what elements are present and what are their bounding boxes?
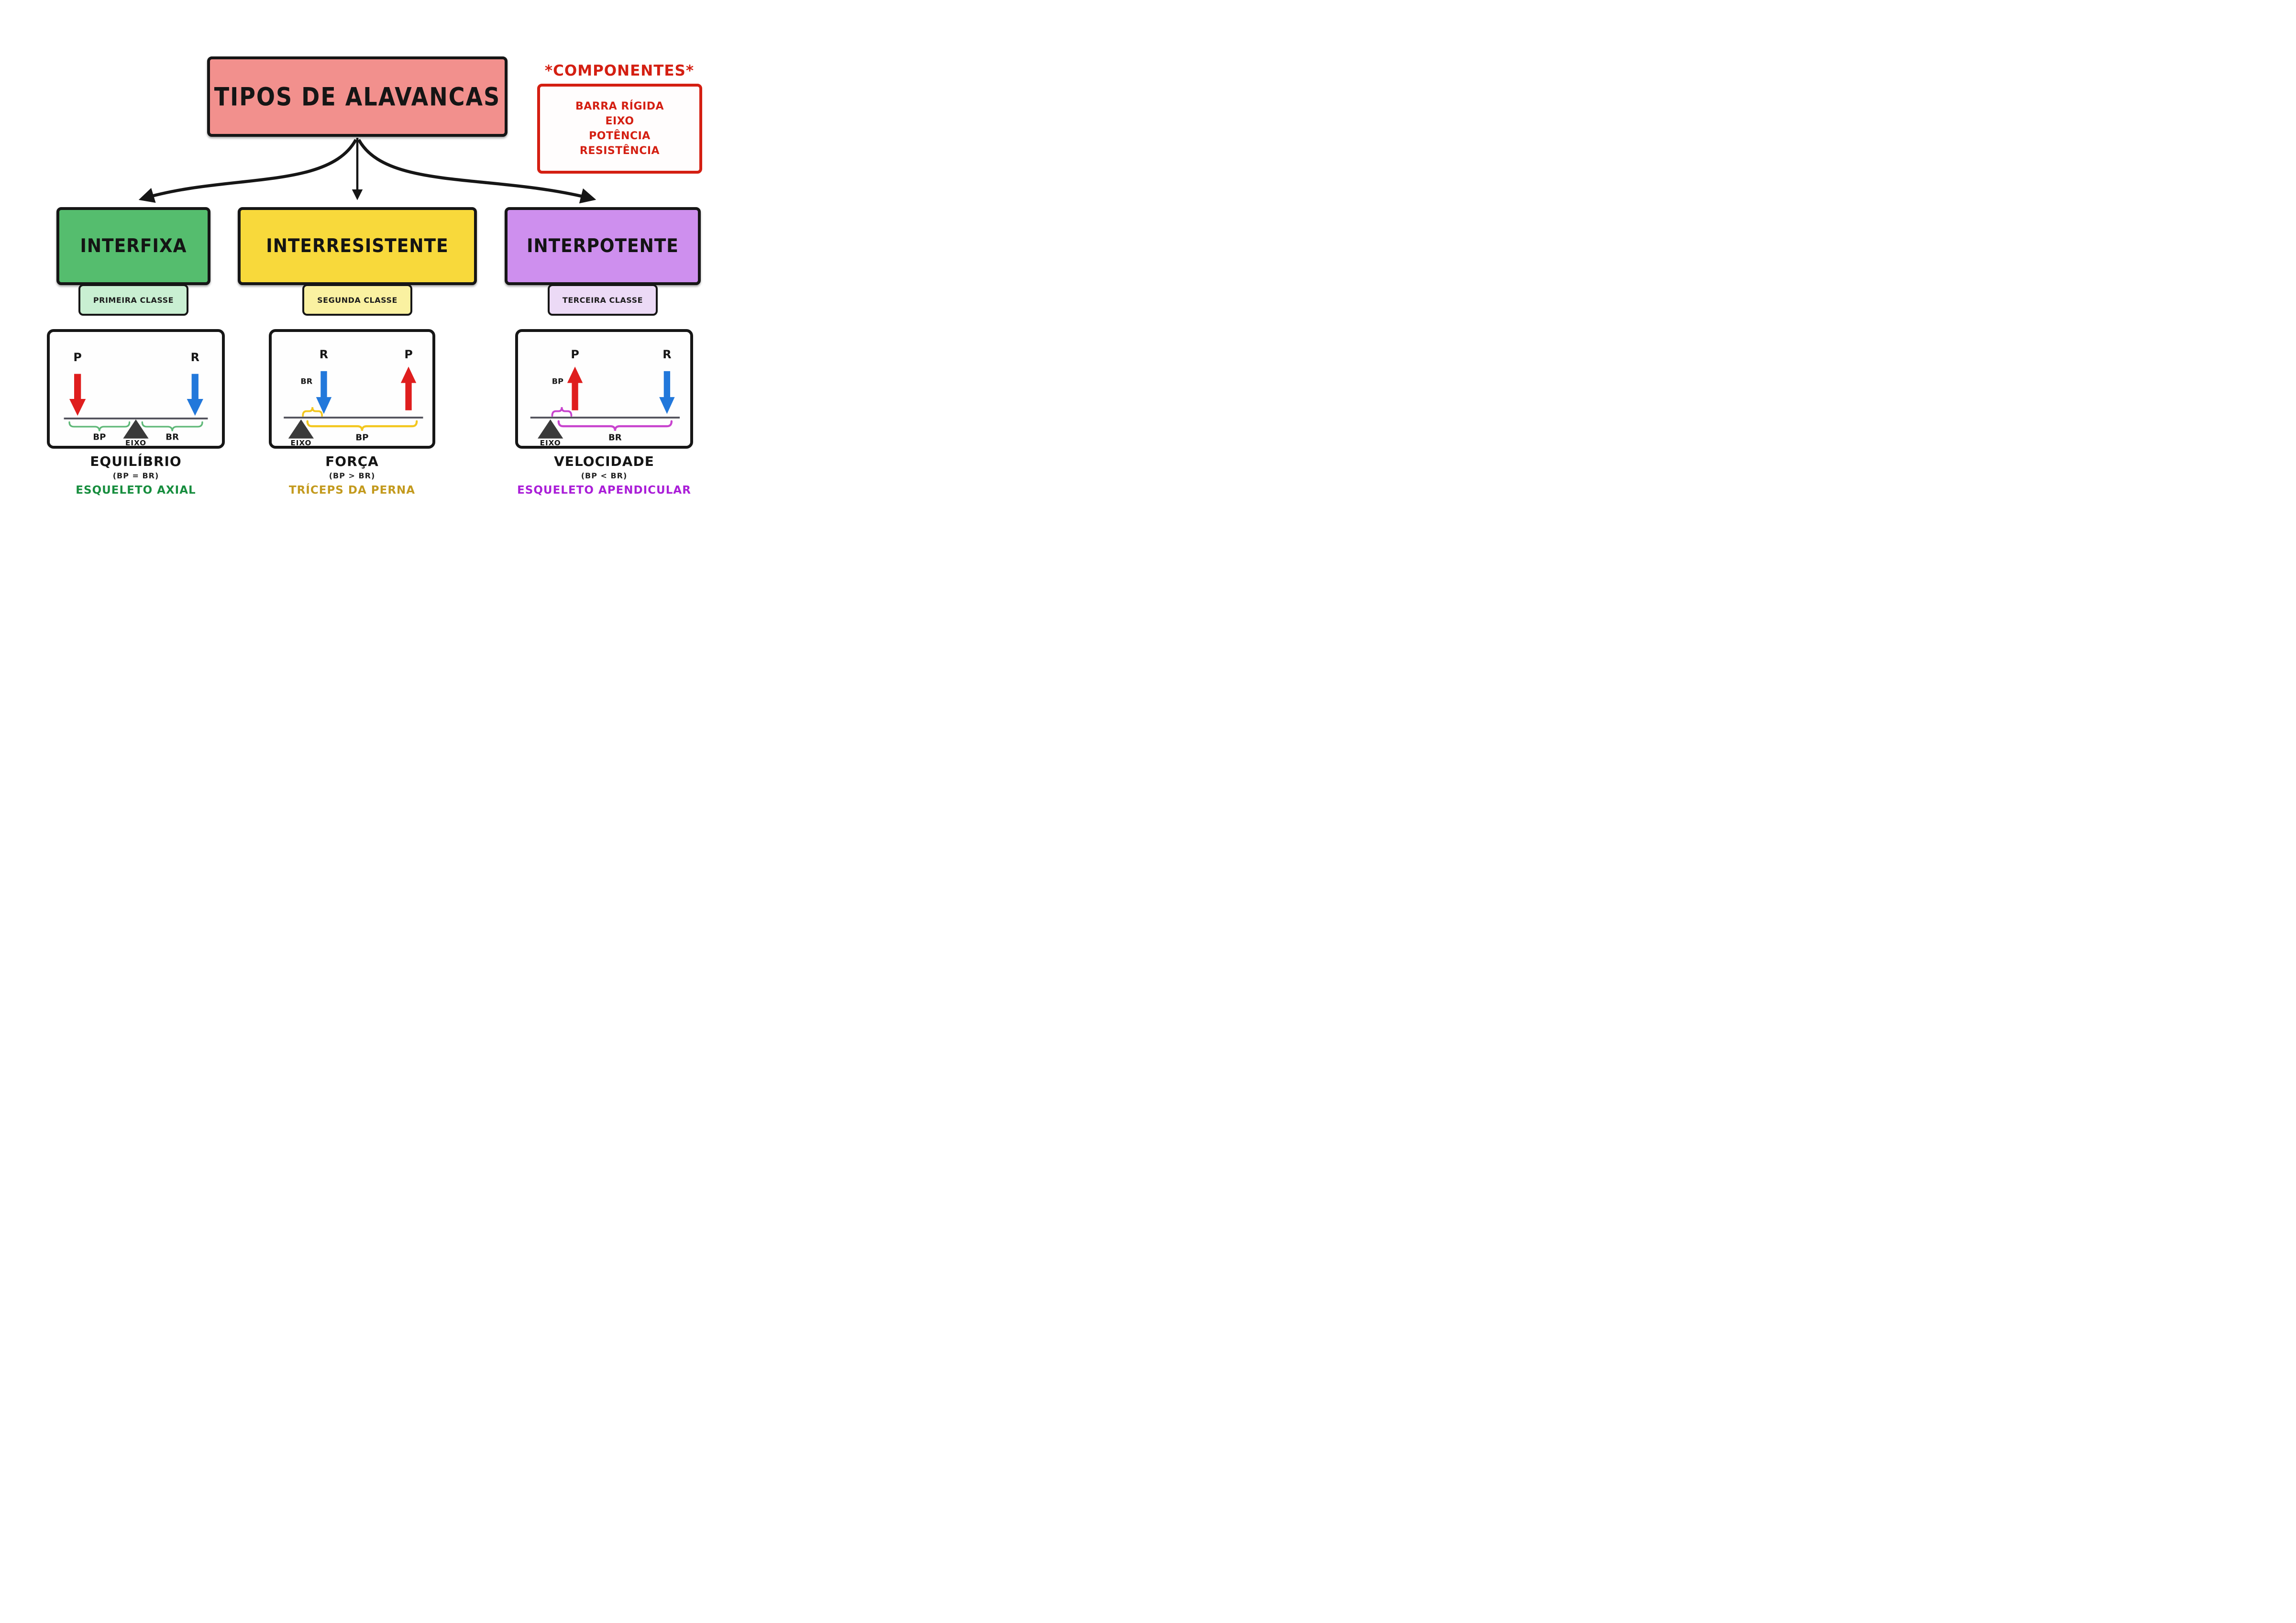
primeira-classe-tag: PRIMEIRA CLASSE bbox=[78, 284, 188, 316]
caption-formula: (BP = BR) bbox=[112, 471, 159, 480]
interpotente-caption: VELOCIDADE (BP < BR) ESQUELETO APENDICUL… bbox=[499, 453, 709, 497]
interfixa-lever-panel: P R BP BR EIXO bbox=[47, 329, 225, 449]
potencia-up-arrowhead bbox=[400, 366, 417, 383]
br-label: BR bbox=[608, 433, 622, 443]
interresistente-lever-diagram: R BR P BP EIXO bbox=[284, 348, 423, 446]
caption-title: EQUILÍBRIO bbox=[90, 453, 182, 469]
bp-brace bbox=[306, 420, 418, 431]
resistencia-down-arrowhead bbox=[659, 397, 675, 414]
arrow-to-interfixa bbox=[138, 139, 357, 203]
caption-title: VELOCIDADE bbox=[554, 453, 654, 469]
component-item-potencia: POTÊNCIA bbox=[589, 130, 651, 142]
eixo-label: EIXO bbox=[540, 439, 561, 446]
eixo-label: EIXO bbox=[290, 439, 311, 446]
bp-brace bbox=[68, 421, 131, 431]
interpotente-lever-panel: P BP R BR EIXO bbox=[515, 329, 693, 449]
potencia-down-arrowhead bbox=[69, 398, 86, 416]
component-item-eixo: EIXO bbox=[605, 115, 634, 127]
terceira-classe-label: TERCEIRA CLASSE bbox=[562, 295, 643, 305]
potencia-label: P bbox=[73, 351, 81, 364]
bp-label: BP bbox=[355, 433, 368, 443]
interpotente-lever-diagram: P BP R BR EIXO bbox=[530, 348, 680, 446]
interpotente-label: INTERPOTENTE bbox=[527, 235, 679, 257]
caption-title: FORÇA bbox=[325, 453, 379, 469]
bp-label: BP bbox=[552, 377, 563, 386]
interfixa-lever-diagram: P R BP BR EIXO bbox=[64, 351, 208, 446]
interresistente-label: INTERRESISTENTE bbox=[266, 235, 449, 257]
resistencia-label: R bbox=[191, 351, 199, 364]
component-item-resistencia: RESISTÊNCIA bbox=[579, 145, 660, 157]
fulcrum-triangle bbox=[538, 419, 563, 439]
br-brace bbox=[557, 420, 673, 431]
resistencia-down-arrowhead bbox=[187, 398, 203, 416]
interresistente-lever-panel: R BR P BP EIXO bbox=[269, 329, 435, 449]
fulcrum-triangle bbox=[288, 419, 314, 439]
potencia-label: P bbox=[571, 348, 579, 361]
caption-example: ESQUELETO APENDICULAR bbox=[517, 484, 691, 497]
br-brace bbox=[141, 421, 203, 431]
interfixa-label: INTERFIXA bbox=[80, 235, 187, 257]
caption-formula: (BP > BR) bbox=[329, 471, 375, 480]
components-title: *COMPONENTES* bbox=[544, 62, 695, 79]
interpotente-box: INTERPOTENTE bbox=[505, 207, 701, 285]
br-label: BR bbox=[166, 432, 179, 442]
caption-example: ESQUELETO AXIAL bbox=[76, 484, 196, 497]
br-label: BR bbox=[300, 377, 312, 386]
potencia-label: P bbox=[404, 348, 412, 361]
component-item-barra-rigida: BARRA RÍGIDA bbox=[575, 100, 664, 112]
caption-formula: (BP < BR) bbox=[581, 471, 628, 480]
segunda-classe-tag: SEGUNDA CLASSE bbox=[302, 284, 412, 316]
terceira-classe-tag: TERCEIRA CLASSE bbox=[548, 284, 658, 316]
caption-example: TRÍCEPS DA PERNA bbox=[288, 484, 416, 497]
interresistente-box: INTERRESISTENTE bbox=[238, 207, 477, 285]
resistencia-label: R bbox=[320, 348, 328, 361]
resistencia-label: R bbox=[662, 348, 671, 361]
primeira-classe-label: PRIMEIRA CLASSE bbox=[93, 295, 174, 305]
br-brace bbox=[302, 407, 323, 417]
eixo-label: EIXO bbox=[125, 439, 146, 446]
bp-brace bbox=[551, 407, 573, 417]
components-box: BARRA RÍGIDA EIXO POTÊNCIA RESISTÊNCIA bbox=[537, 84, 702, 174]
diagram-canvas: TIPOS DE ALAVANCAS *COMPONENTES* BARRA R… bbox=[0, 0, 765, 541]
main-title-box: TIPOS DE ALAVANCAS bbox=[207, 56, 508, 137]
fulcrum-triangle bbox=[123, 419, 149, 439]
main-title: TIPOS DE ALAVANCAS bbox=[214, 81, 501, 112]
bp-label: BP bbox=[93, 432, 106, 442]
interresistente-caption: FORÇA (BP > BR) TRÍCEPS DA PERNA bbox=[247, 453, 457, 497]
segunda-classe-label: SEGUNDA CLASSE bbox=[317, 295, 397, 305]
interfixa-caption: EQUILÍBRIO (BP = BR) ESQUELETO AXIAL bbox=[31, 453, 241, 497]
potencia-up-arrowhead bbox=[567, 366, 583, 383]
interfixa-box: INTERFIXA bbox=[56, 207, 210, 285]
resistencia-down-arrowhead bbox=[316, 397, 332, 414]
